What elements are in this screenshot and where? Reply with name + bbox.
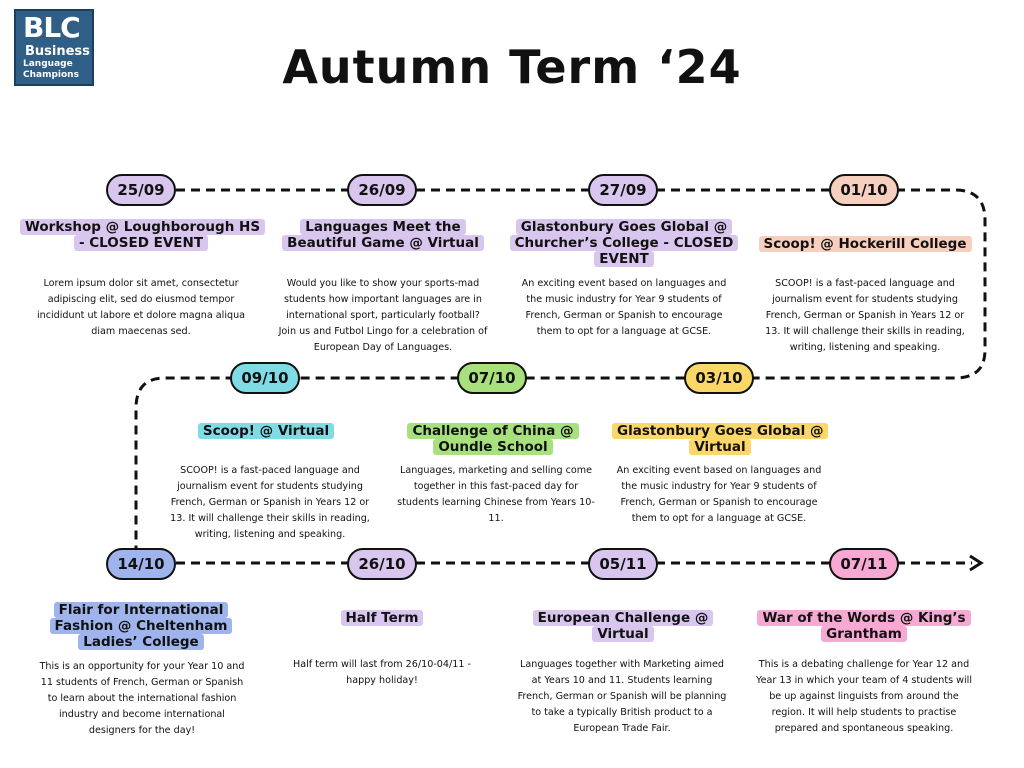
- logo-line3: Champions: [23, 70, 79, 80]
- event-desc-6: Languages, marketing and selling come to…: [397, 465, 595, 524]
- event-title-3: Glastonbury Goes Global @ Churcher’s Col…: [504, 219, 744, 267]
- date-pill-2: 26/09: [347, 174, 417, 206]
- timeline-arrowhead: [969, 554, 984, 572]
- event-desc-10: Languages together with Marketing aimed …: [517, 659, 727, 734]
- event-title-6: Challenge of China @ Oundle School: [398, 423, 588, 455]
- date-pill-4: 01/10: [829, 174, 899, 206]
- event-desc-11: This is a debating challenge for Year 12…: [756, 659, 972, 734]
- event-title-2: Languages Meet the Beautiful Game @ Virt…: [268, 219, 498, 251]
- event-desc-3: An exciting event based on languages and…: [521, 278, 727, 337]
- date-pill-5: 03/10: [684, 362, 754, 394]
- event-title-11: War of the Words @ King’s Grantham: [754, 610, 974, 642]
- event-desc-5: An exciting event based on languages and…: [616, 465, 822, 524]
- event-desc-1: Lorem ipsum dolor sit amet, consectetur …: [36, 278, 246, 337]
- event-title-8: Flair for International Fashion @ Chelte…: [40, 602, 242, 650]
- event-desc-4: SCOOP! is a fast-paced language and jour…: [765, 278, 965, 353]
- event-desc-9: Half term will last from 26/10-04/11 - h…: [293, 659, 471, 686]
- event-title-10: European Challenge @ Virtual: [528, 610, 718, 642]
- event-title-4: Scoop! @ Hockerill College: [750, 236, 980, 252]
- date-pill-1: 25/09: [106, 174, 176, 206]
- event-desc-2: Would you like to show your sports-mad s…: [278, 278, 488, 353]
- date-pill-11: 07/11: [829, 548, 899, 580]
- page-title: Autumn Term ‘24: [282, 40, 742, 94]
- date-pill-9: 26/10: [347, 548, 417, 580]
- logo-short: BLC: [23, 11, 81, 44]
- date-pill-10: 05/11: [588, 548, 658, 580]
- event-title-5: Glastonbury Goes Global @ Virtual: [612, 423, 829, 455]
- event-desc-8: This is an opportunity for your Year 10 …: [39, 661, 245, 736]
- date-pill-7: 09/10: [230, 362, 300, 394]
- event-title-9: Half Term: [300, 610, 464, 626]
- date-pill-8: 14/10: [106, 548, 176, 580]
- timeline-path: [134, 188, 987, 548]
- event-title-7: Scoop! @ Virtual: [166, 423, 366, 439]
- logo-line1: Business: [25, 44, 90, 59]
- event-title-1: Workshop @ Loughborough HS - CLOSED EVEN…: [20, 219, 266, 251]
- event-desc-7: SCOOP! is a fast-paced language and jour…: [170, 465, 370, 540]
- date-pill-6: 07/10: [457, 362, 527, 394]
- blc-logo: BLC Business Language Champions: [14, 9, 94, 86]
- date-pill-3: 27/09: [588, 174, 658, 206]
- logo-line2: Language: [23, 59, 73, 69]
